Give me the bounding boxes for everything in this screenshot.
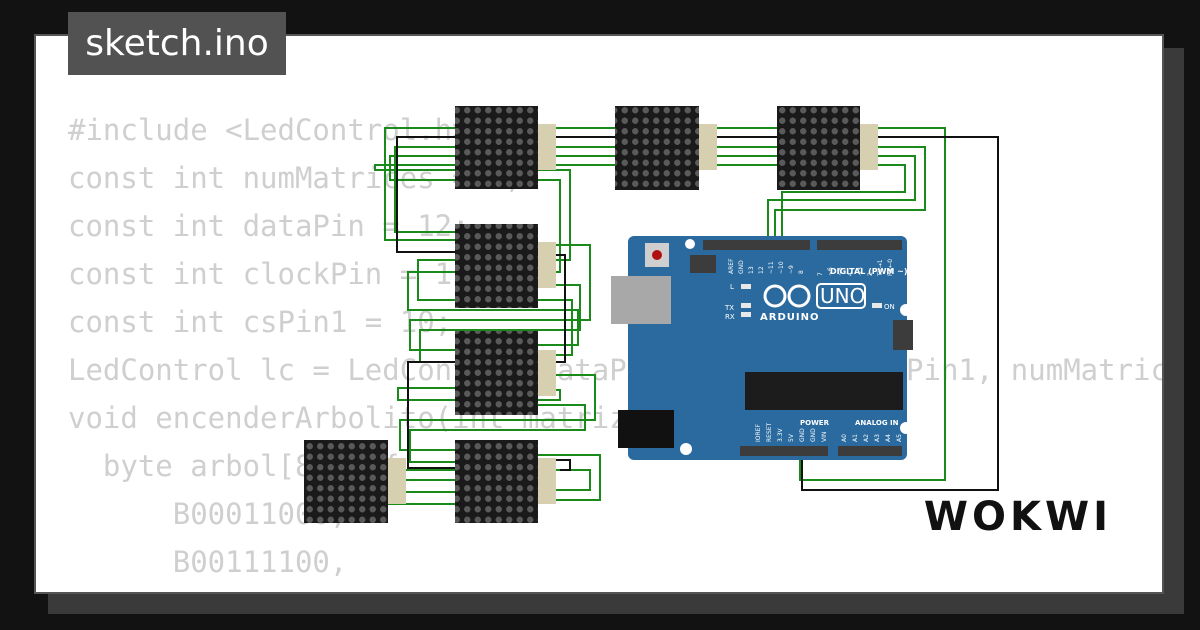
pin-label: 5V (788, 433, 795, 442)
usb-port (611, 276, 671, 324)
led-tx-label: TX (724, 304, 734, 312)
led-matrix-7[interactable] (304, 440, 406, 523)
pin-label: A4 (885, 434, 892, 442)
pin-label: GND (799, 428, 806, 442)
pin-label: ~11 (768, 261, 775, 274)
arduino-infinity-icon (763, 284, 811, 308)
power-jack (618, 410, 674, 448)
digital-header-left (703, 240, 810, 250)
pin-label: A3 (874, 434, 881, 442)
pin-label: A0 (841, 434, 848, 442)
analog-label: ANALOG IN (855, 419, 899, 427)
pin-label: ~5 (837, 267, 844, 276)
pin-label: A2 (863, 434, 870, 442)
board-brand: ARDUINO (760, 312, 819, 323)
pin-label: 3.3V (777, 427, 784, 442)
wokwi-logo: WOKWI (923, 494, 1112, 540)
code-line: B00111100, (68, 545, 348, 579)
pin-label: GND (810, 428, 817, 442)
pin-label: ~9 (788, 265, 795, 274)
pin-label: VIN (821, 432, 828, 442)
microcontroller-chip (745, 372, 903, 410)
led-rx-label: RX (725, 313, 735, 321)
analog-pin-labels: A0 A1 A2 A3 A4 A5 (841, 434, 903, 442)
pin-label: GND (738, 260, 745, 274)
led-matrix-5[interactable] (455, 331, 556, 415)
code-line: const int clockPin = 11; (68, 257, 488, 291)
power-label: POWER (800, 419, 830, 427)
pin-label: 8 (798, 270, 805, 274)
pin-label: TX→1 (877, 259, 884, 277)
led-matrix-6[interactable] (455, 440, 556, 523)
power-pin-labels: IOREF RESET 3.3V 5V GND GND VIN (755, 422, 828, 442)
led-on-label: ON (884, 303, 895, 311)
code-line: const int dataPin = 12; (68, 209, 470, 243)
pin-label: RX←0 (887, 259, 894, 276)
led-l-label: L (730, 283, 734, 291)
pin-label: ~6 (827, 267, 834, 276)
pin-label: 4 (847, 272, 854, 276)
analog-header (838, 446, 902, 456)
pin-label: A5 (896, 434, 903, 442)
led-matrix-2[interactable] (615, 106, 717, 190)
power-header (740, 446, 828, 456)
board-name: UNO (820, 284, 865, 308)
arduino-uno-board[interactable]: DIGITAL (PWM ~) UNO ARDUINO L TX RX ON P… (611, 236, 913, 460)
code-line: #include <LedControl.h> (68, 113, 470, 147)
pin-label: 2 (867, 272, 874, 276)
pin-label: AREF (728, 258, 735, 274)
led-matrix-3[interactable] (777, 106, 878, 190)
pin-label: IOREF (755, 424, 762, 442)
file-tab[interactable]: sketch.ino (68, 12, 286, 75)
pin-label: 12 (758, 266, 765, 274)
pin-label: ~3 (857, 267, 864, 276)
pin-label: 7 (817, 272, 824, 276)
led-matrix-1[interactable] (455, 106, 556, 189)
led-matrix-4[interactable] (455, 224, 556, 308)
pin-label: 13 (748, 266, 755, 274)
pin-label: RESET (766, 422, 773, 442)
code-line: const int csPin1 = 10; (68, 305, 453, 339)
digital-label: DIGITAL (PWM ~) (830, 267, 908, 276)
pin-label: A1 (852, 434, 859, 442)
pin-label: ~10 (778, 261, 785, 274)
digital-header-right (817, 240, 902, 250)
